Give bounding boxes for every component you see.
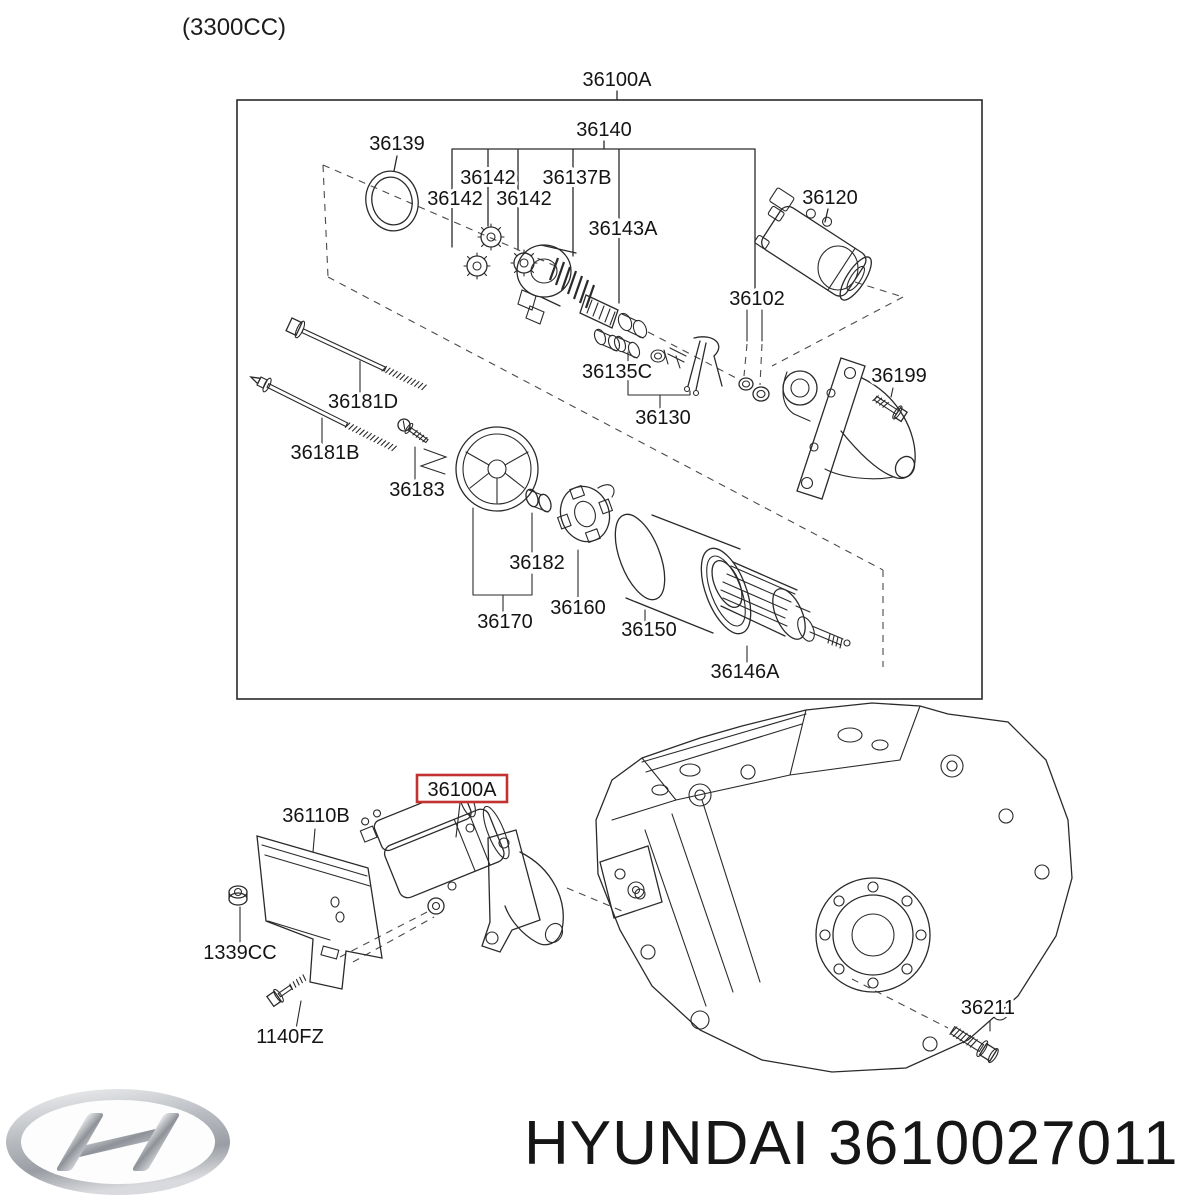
part-36102-washers xyxy=(738,309,770,402)
label-36170: 36170 xyxy=(477,611,533,633)
part-36110B-heat-shield xyxy=(256,835,383,990)
label-1140FZ: 1140FZ xyxy=(256,1026,323,1048)
installation-leaders xyxy=(239,802,991,1032)
hyundai-logo-icon xyxy=(6,1089,230,1195)
part-36137B-clutch-housing xyxy=(516,244,648,339)
bracket-36170 xyxy=(472,507,533,613)
label-36137B: 36137B xyxy=(543,167,612,189)
label-36150: 36150 xyxy=(621,619,677,641)
part-36139-snap-ring xyxy=(365,155,419,232)
part-36211-bolt xyxy=(949,1025,999,1064)
part-36120-solenoid xyxy=(754,187,872,301)
part-36142-gears xyxy=(463,223,538,280)
part-36146A-armature xyxy=(711,559,851,663)
footer-caption: HYUNDAI 3610027011 xyxy=(524,1108,1178,1179)
label-36199: 36199 xyxy=(871,365,927,387)
label-36182: 36182 xyxy=(509,552,565,574)
part-36181B-through-bolt xyxy=(249,376,397,452)
label-36142-a: 36142 xyxy=(460,167,516,189)
brand-name: HYUNDAI xyxy=(524,1109,811,1178)
part-1339CC-nut xyxy=(228,885,248,906)
label-36183: 36183 xyxy=(389,479,445,501)
part-36183-screw xyxy=(397,418,448,482)
label-36143A: 36143A xyxy=(589,218,659,240)
highlight-box-36100A[interactable] xyxy=(415,773,509,804)
part-36199-bolt xyxy=(872,387,908,423)
label-36135C: 36135C xyxy=(582,361,652,383)
label-36181D: 36181D xyxy=(328,391,398,413)
part-36181D-through-bolt xyxy=(285,317,427,393)
part-36170-rear-bracket xyxy=(455,426,539,512)
bracket-36140 xyxy=(451,140,756,304)
label-36181B: 36181B xyxy=(291,442,360,464)
label-36139: 36139 xyxy=(369,133,425,155)
label-36160: 36160 xyxy=(550,597,606,619)
part-36130-shift-lever xyxy=(663,336,723,397)
label-36140: 36140 xyxy=(576,119,632,141)
label-1339CC: 1339CC xyxy=(203,942,276,964)
part-36100A-starter-assembly xyxy=(359,786,564,953)
part-36182-bushing xyxy=(525,488,552,513)
alignment-dashes xyxy=(322,164,904,667)
part-1140FZ-bolt xyxy=(266,974,307,1008)
installation-view-group xyxy=(228,702,1073,1073)
part-drive-end-housing xyxy=(782,357,916,500)
label-highlighted-36100A[interactable]: 36100A xyxy=(425,776,501,804)
label-36142-b: 36142 xyxy=(427,188,483,210)
label-36102: 36102 xyxy=(729,288,785,310)
exploded-view-group xyxy=(236,90,983,700)
label-36120: 36120 xyxy=(802,187,858,209)
engine-size-label: (3300CC) xyxy=(182,14,287,41)
part-number: 3610027011 xyxy=(828,1109,1179,1178)
part-36160-brush-holder xyxy=(556,484,615,600)
part-36135C-pinion-stoppers xyxy=(593,328,666,363)
engine-block xyxy=(595,702,1073,1073)
bracket-36130 xyxy=(627,351,691,410)
label-36110B: 36110B xyxy=(282,805,349,827)
part-36150-yoke xyxy=(614,513,752,635)
label-36142-c: 36142 xyxy=(496,188,552,210)
label-36130: 36130 xyxy=(635,407,691,429)
label-assembly-36100A: 36100A xyxy=(583,69,653,91)
label-36211: 36211 xyxy=(961,997,1015,1019)
exploded-view-border xyxy=(236,99,983,700)
label-36146A: 36146A xyxy=(711,661,781,683)
